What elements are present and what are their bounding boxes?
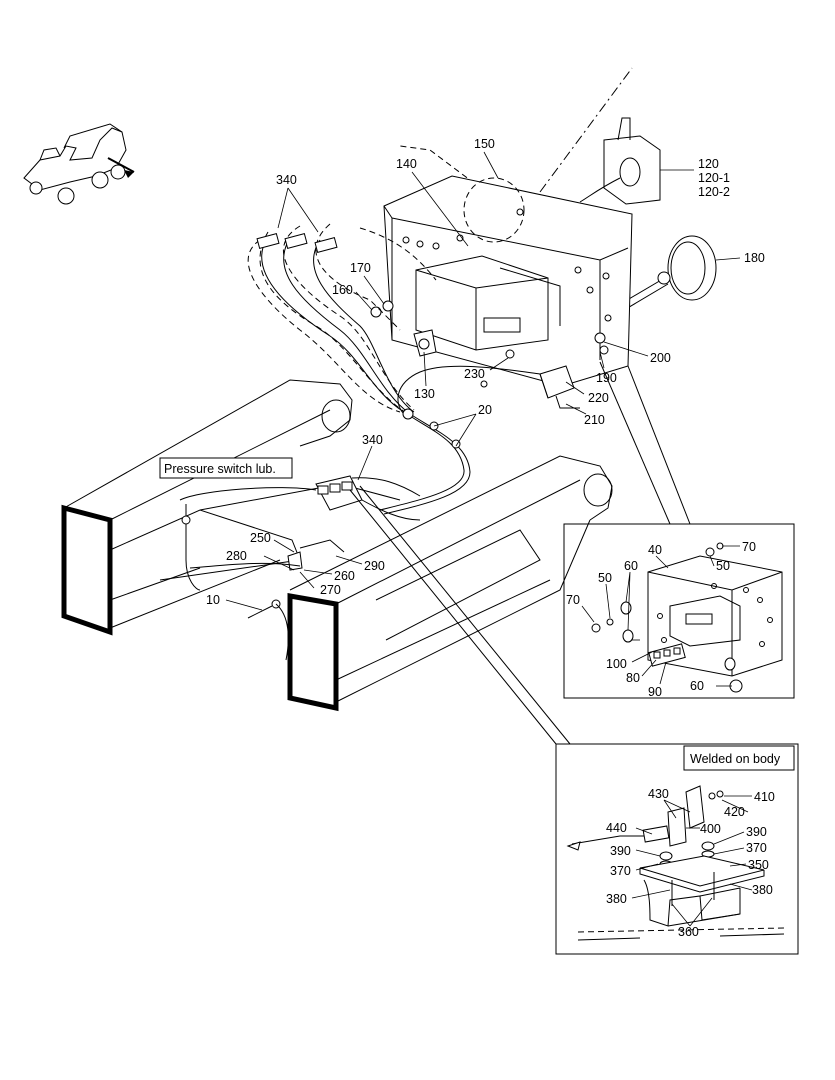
callout-50b: 50 — [598, 571, 612, 585]
welded-label: Welded on body — [690, 752, 781, 766]
detail-b-callouts: 430 410 420 440 400 390 390 370 370 350 … — [606, 787, 775, 939]
callout-60a: 60 — [624, 559, 638, 573]
callout-70a: 70 — [742, 540, 756, 554]
extension-line — [539, 67, 633, 193]
callout-200: 200 — [650, 351, 671, 365]
detail-box-b — [555, 743, 799, 955]
callout-140: 140 — [396, 157, 417, 171]
callout-120: 120 — [698, 157, 719, 171]
callout-120-1: 120-1 — [698, 171, 730, 185]
callout-10: 10 — [206, 593, 220, 607]
callout-20: 20 — [478, 403, 492, 417]
callout-260: 260 — [334, 569, 355, 583]
chassis-frame — [61, 379, 613, 712]
callout-370b: 370 — [746, 841, 767, 855]
callout-40: 40 — [648, 543, 662, 557]
pressure-switch-group — [179, 475, 421, 661]
callout-430: 430 — [648, 787, 669, 801]
callout-230: 230 — [464, 367, 485, 381]
callout-250: 250 — [250, 531, 271, 545]
callout-280: 280 — [226, 549, 247, 563]
callout-leaders — [225, 151, 741, 611]
callout-360: 360 — [678, 925, 699, 939]
callout-130: 130 — [414, 387, 435, 401]
cable-harness — [247, 223, 515, 515]
callout-350: 350 — [748, 858, 769, 872]
callout-90: 90 — [648, 685, 662, 699]
detail-leaders — [349, 361, 691, 745]
detail-a-leaders — [581, 545, 740, 687]
callout-70b: 70 — [566, 593, 580, 607]
callout-420: 420 — [724, 805, 745, 819]
callout-150: 150 — [474, 137, 495, 151]
hidden-line — [399, 145, 501, 251]
callout-100: 100 — [606, 657, 627, 671]
callout-370a: 370 — [610, 864, 631, 878]
callout-170: 170 — [350, 261, 371, 275]
pressure-switch-label: Pressure switch lub. — [159, 457, 293, 479]
callout-80: 80 — [626, 671, 640, 685]
callout-210: 210 — [584, 413, 605, 427]
callout-440: 440 — [606, 821, 627, 835]
work-light-120 — [579, 117, 661, 205]
component-130 — [413, 329, 437, 357]
callout-60b: 60 — [690, 679, 704, 693]
callout-190: 190 — [596, 371, 617, 385]
callout-50a: 50 — [716, 559, 730, 573]
main-callouts: 340 140 150 120 120-1 120-2 180 170 160 … — [206, 137, 765, 607]
mirror-180 — [599, 235, 717, 323]
callout-180: 180 — [744, 251, 765, 265]
detail-box-a — [563, 523, 795, 699]
callout-390a: 390 — [746, 825, 767, 839]
bracket-frame — [370, 175, 633, 387]
callout-400: 400 — [700, 822, 721, 836]
callout-340a: 340 — [276, 173, 297, 187]
detail-a-callouts: 40 70 50 60 50 70 100 80 90 60 — [566, 540, 756, 699]
callout-380a: 380 — [606, 892, 627, 906]
callout-270: 270 — [320, 583, 341, 597]
callout-390b: 390 — [610, 844, 631, 858]
welded-on-body-text: Welded on body — [690, 752, 781, 766]
detail-b-leaders — [631, 795, 753, 927]
callout-120-2: 120-2 — [698, 185, 730, 199]
callout-380b: 380 — [752, 883, 773, 897]
callout-160: 160 — [332, 283, 353, 297]
callout-290: 290 — [364, 559, 385, 573]
callout-340b: 340 — [362, 433, 383, 447]
callout-220: 220 — [588, 391, 609, 405]
pressure-switch-text: Pressure switch lub. — [164, 462, 276, 476]
callout-410: 410 — [754, 790, 775, 804]
truck-thumbnail-icon — [23, 123, 135, 205]
